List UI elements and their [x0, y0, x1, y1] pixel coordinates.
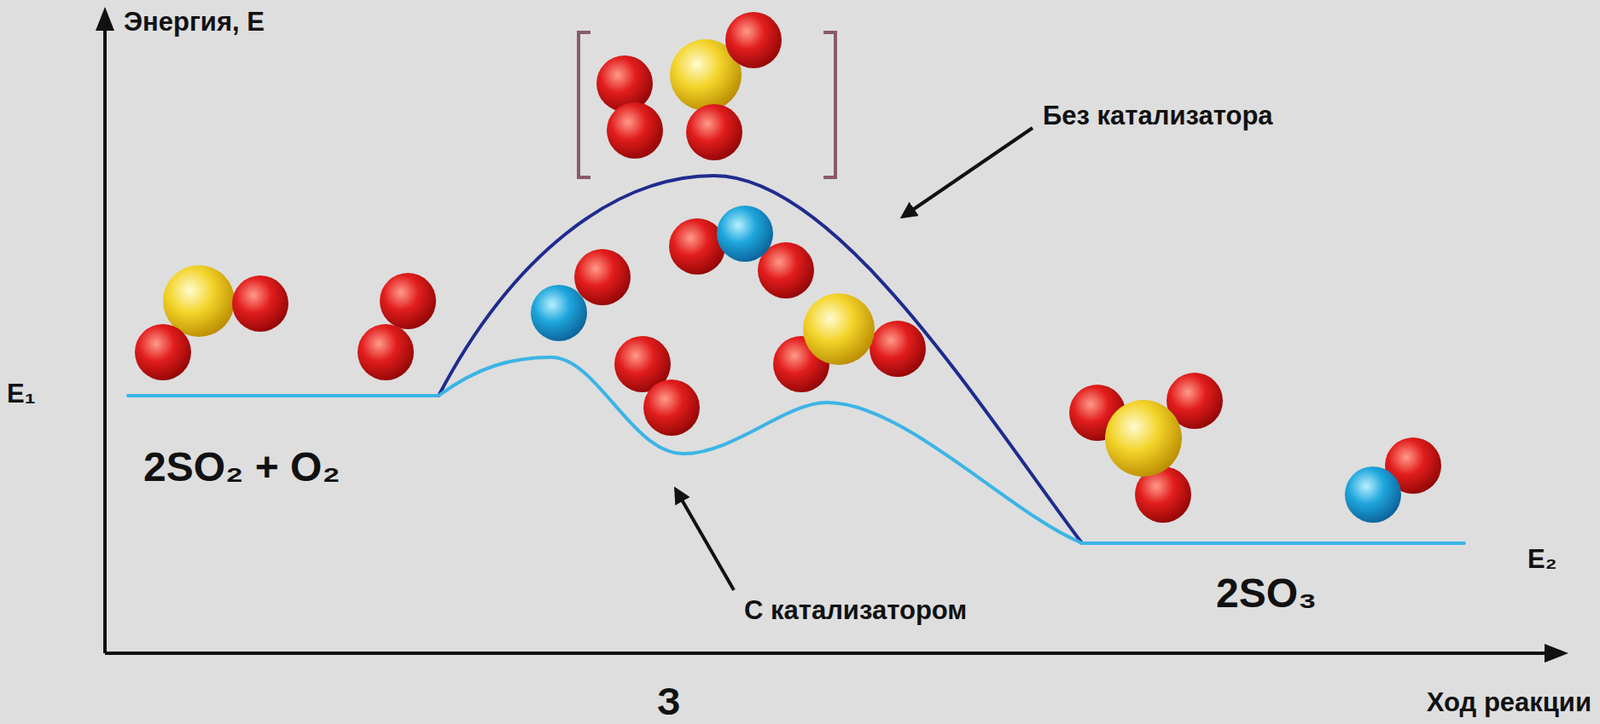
oxygen-atom	[574, 249, 631, 306]
oxygen-atom	[379, 273, 437, 330]
bracket	[578, 32, 591, 178]
sulfur-atom	[802, 293, 875, 366]
reaction-axis	[104, 651, 1549, 656]
catalyst-atom	[1344, 466, 1402, 524]
axis-title: Энергия, E	[123, 6, 265, 38]
energy-axis	[103, 25, 107, 654]
oxygen-atom	[606, 102, 664, 159]
oxygen-atom	[686, 104, 743, 161]
oxygen-atom	[725, 11, 782, 69]
catalyst-atom	[530, 285, 588, 342]
axis-arrowhead	[95, 6, 115, 31]
oxygen-atom	[134, 324, 192, 381]
caption-fragment: З	[657, 680, 681, 724]
leader-arrow	[675, 489, 734, 591]
energy-level-label: E₁	[6, 378, 36, 410]
sulfur-atom	[1105, 400, 1182, 478]
reactants-formula: 2SO₂ + O₂	[143, 443, 341, 491]
axes	[104, 25, 1549, 654]
axis-arrowhead	[1544, 644, 1569, 664]
oxygen-atom	[643, 379, 700, 437]
leader-arrow	[902, 128, 1033, 217]
oxygen-atom	[869, 320, 926, 378]
axis-title: Ход реакции	[1426, 687, 1592, 719]
oxygen-atom	[357, 324, 414, 381]
bracket	[823, 32, 836, 178]
sulfur-atom	[162, 265, 235, 338]
product-formula: 2SO₃	[1216, 570, 1317, 617]
molecules	[134, 11, 1442, 524]
catalyst-atom	[716, 205, 774, 262]
energy-level-label: E₂	[1527, 544, 1557, 576]
curve-label: С катализатором	[744, 595, 967, 627]
oxygen-atom	[669, 218, 726, 275]
oxygen-atom	[596, 55, 653, 112]
curve-label: Без катализатора	[1042, 100, 1274, 132]
oxygen-atom	[232, 275, 289, 332]
